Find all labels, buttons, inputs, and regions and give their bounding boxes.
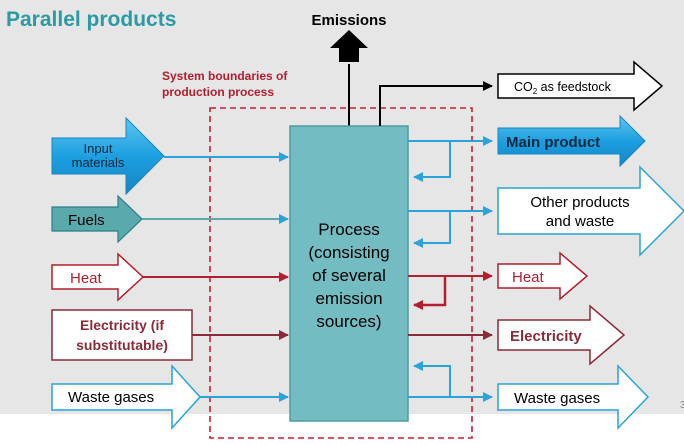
main-product-label: Main product xyxy=(506,134,600,151)
main-product-arrow xyxy=(497,114,646,168)
input-materials-line2: materials xyxy=(72,155,125,170)
boundary-label-line2: production process xyxy=(162,85,274,99)
co2-line xyxy=(379,81,493,126)
fuels-label: Fuels xyxy=(68,212,105,229)
system-boundary xyxy=(209,107,473,439)
process-box xyxy=(289,125,409,422)
other-products-arrow xyxy=(497,165,684,257)
heat-output-label: Heat xyxy=(512,269,545,286)
electricity-input-box xyxy=(51,309,193,361)
heat-recycle-line xyxy=(413,276,447,310)
process-line5: sources) xyxy=(316,312,381,331)
input-materials-arrow xyxy=(51,116,165,196)
emissions-label: Emissions xyxy=(311,12,386,29)
heat-output-arrow xyxy=(497,251,589,301)
waste-gases-output-arrow xyxy=(497,364,650,430)
boundary-label-line1: System boundaries of xyxy=(162,69,288,83)
heat-input-label: Heat xyxy=(70,270,103,287)
waste-gases-input-arrow xyxy=(51,364,202,430)
page-title: Parallel products xyxy=(6,8,176,31)
process-line2: (consisting xyxy=(308,243,389,262)
input-materials-line1: Input xyxy=(84,141,113,156)
other-products-line2: and waste xyxy=(546,213,614,230)
co2-feedstock-label: CO2 as feedstock xyxy=(514,80,612,96)
waste-gases-recycle-line xyxy=(413,361,451,397)
waste-gases-output-label: Waste gases xyxy=(514,390,600,407)
process-line4: emission xyxy=(315,289,382,308)
emissions-arrow-icon xyxy=(330,30,368,62)
heat-input-arrow xyxy=(51,252,145,302)
process-line1: Process xyxy=(318,220,379,239)
electricity-input-line1: Electricity (if xyxy=(80,317,164,333)
waste-gases-input-label: Waste gases xyxy=(68,389,154,406)
main-product-recycle-line xyxy=(413,141,451,182)
co2-feedstock-arrow xyxy=(497,60,664,112)
other-products-recycle-line xyxy=(413,211,451,248)
fuels-arrow xyxy=(51,194,143,244)
electricity-output-label: Electricity xyxy=(510,328,582,345)
process-line3: of several xyxy=(312,266,386,285)
page-number: 3 xyxy=(680,400,684,411)
electricity-input-line2: substitutable) xyxy=(76,337,168,353)
electricity-output-arrow xyxy=(497,304,626,366)
other-products-line1: Other products xyxy=(530,194,629,211)
